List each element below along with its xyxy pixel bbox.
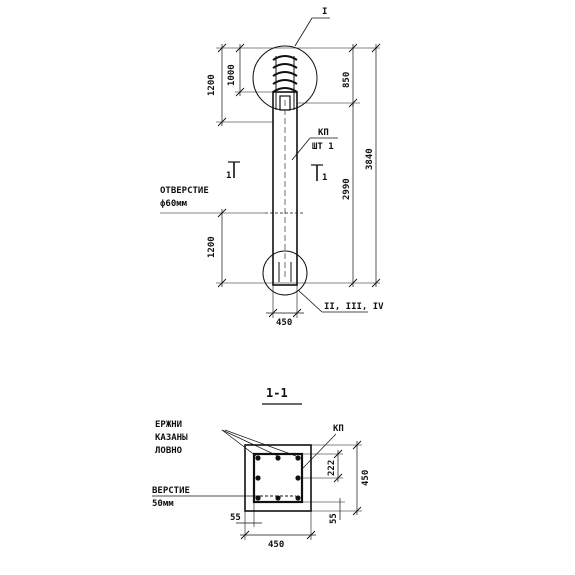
section-dim-450-height: 450 bbox=[361, 470, 371, 486]
callout-top-label: I bbox=[322, 7, 327, 17]
dim-1200-top: 1200 bbox=[207, 74, 217, 96]
section-dim-55-left: 55 bbox=[230, 513, 241, 523]
kp-leader bbox=[291, 137, 311, 161]
pile-body bbox=[272, 91, 298, 286]
section-mark-left-symbol bbox=[228, 161, 240, 178]
section-dim-55-right: 55 bbox=[329, 513, 339, 524]
detail-circle-bottom bbox=[262, 250, 308, 296]
section-dim-222: 222 bbox=[327, 460, 337, 476]
rod-label-line1: ЕРЖНИ bbox=[155, 420, 182, 430]
hole-label-line1: ОТВЕРСТИЕ bbox=[160, 186, 209, 196]
dim-3840: 3840 bbox=[365, 148, 375, 170]
reinforcement-cage bbox=[252, 452, 304, 504]
section-cover-dimensions bbox=[236, 498, 345, 540]
section-hole-label-line2: 50мм bbox=[152, 499, 174, 509]
section-kp-leader bbox=[302, 433, 337, 469]
mark-kp: КП bbox=[318, 128, 329, 138]
mark-sht: ШТ 1 bbox=[312, 142, 334, 152]
pile-elevation: I II, III, IV bbox=[160, 7, 384, 328]
callout-leader-bottom bbox=[297, 289, 323, 313]
dim-1000: 1000 bbox=[227, 64, 237, 86]
detail-circle-top bbox=[252, 45, 318, 111]
section-mark-right-symbol bbox=[311, 164, 323, 181]
rod-leader bbox=[221, 429, 257, 457]
callout-leader-top bbox=[294, 17, 313, 47]
section-mark-right: 1 bbox=[322, 173, 327, 183]
rod-label-line3: ЛОВНО bbox=[155, 446, 183, 456]
section-mark-left: 1 bbox=[226, 171, 231, 181]
section-hole-label-line1: ВЕРСТИЕ bbox=[152, 486, 190, 496]
left-dimensions bbox=[217, 43, 245, 288]
dim-2990: 2990 bbox=[342, 178, 352, 200]
section-dim-450-width: 450 bbox=[268, 540, 284, 550]
rebar-dots bbox=[255, 455, 301, 501]
section-1-1: 1-1 ЕРЖНИ КАЗАНЫ ЛОВНО ВЕРСТИЕ 50мм КП bbox=[152, 386, 371, 550]
section-kp-label: КП bbox=[333, 424, 344, 434]
pile-head-spirals bbox=[272, 55, 298, 111]
right-dimensions bbox=[348, 43, 381, 288]
dim-850: 850 bbox=[342, 72, 352, 88]
dim-1200-bottom: 1200 bbox=[207, 236, 217, 258]
hole-label-line2: ф60мм bbox=[160, 199, 188, 209]
rod-label-line2: КАЗАНЫ bbox=[155, 433, 188, 443]
section-right-dimensions bbox=[302, 440, 362, 516]
section-title: 1-1 bbox=[266, 386, 288, 400]
dim-width-450: 450 bbox=[276, 318, 292, 328]
callout-bottom-label: II, III, IV bbox=[324, 302, 384, 312]
width-dimension bbox=[266, 308, 304, 318]
section-width-dimension bbox=[240, 511, 316, 540]
